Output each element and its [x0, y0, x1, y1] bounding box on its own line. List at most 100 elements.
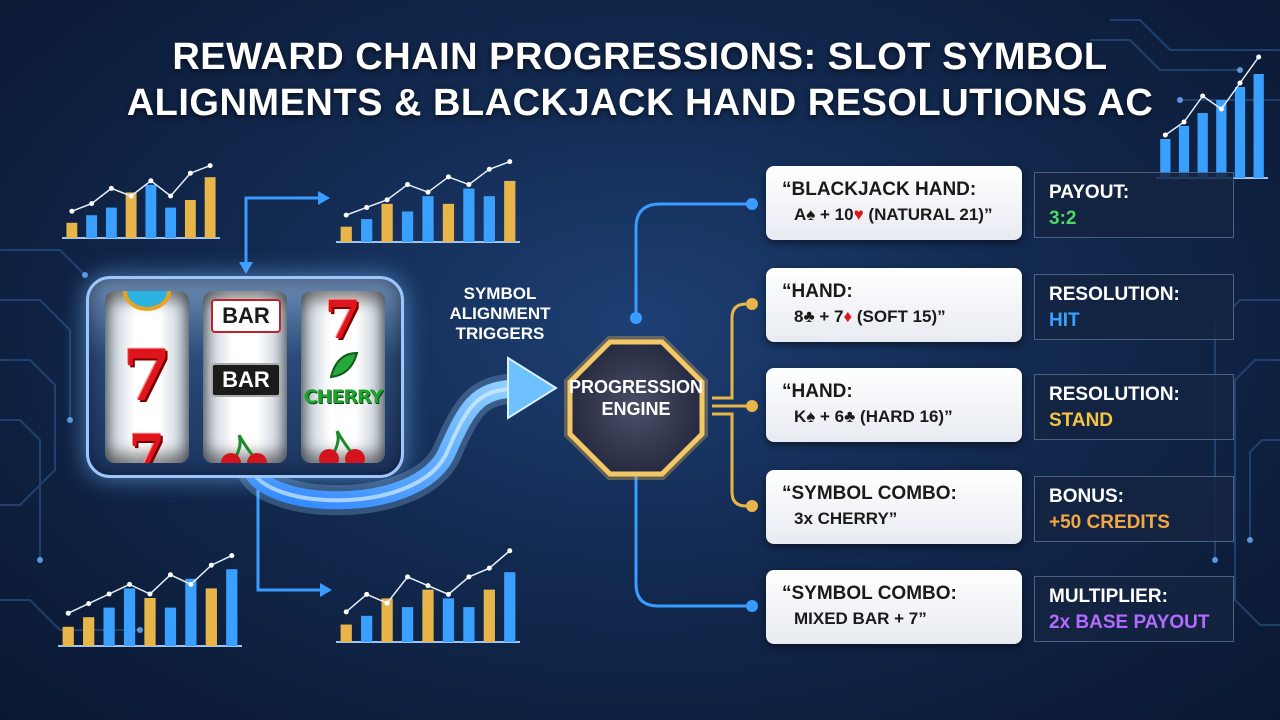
- heart-icon: ♥: [853, 205, 864, 224]
- progression-engine-node: PROGRESSION ENGINE: [558, 330, 714, 486]
- mini-chart-point: [425, 583, 431, 589]
- club-icon: ♣: [844, 407, 856, 426]
- mini-chart-bar: [422, 589, 434, 642]
- mini-bar-chart-top-left: [62, 163, 220, 239]
- mini-chart-bar: [1160, 139, 1171, 178]
- mini-chart-point: [148, 178, 154, 184]
- mini-chart-bar: [125, 192, 137, 238]
- mini-chart-point: [187, 170, 193, 176]
- mini-chart-bar: [66, 222, 78, 238]
- mini-chart-point: [507, 548, 513, 554]
- mini-chart-point: [343, 212, 349, 218]
- mini-chart-trend-line: [1164, 56, 1260, 136]
- mini-chart-bar: [361, 219, 373, 242]
- mini-chart-bar: [103, 607, 115, 646]
- cherry-leaf-icon: [329, 351, 359, 379]
- mini-chart-point: [106, 591, 112, 597]
- outcome-5-combo: MIXED BAR + 7”: [794, 609, 927, 628]
- mini-chart-point: [188, 581, 194, 587]
- outcome-3-hand: K♠ + 6♣ (HARD 16)”: [794, 407, 953, 426]
- cherry-icon: [319, 430, 365, 463]
- result-panel-3: RESOLUTION: STAND: [1034, 374, 1234, 440]
- engine-label: PROGRESSION ENGINE: [558, 376, 714, 420]
- title-line-1: REWARD CHAIN PROGRESSIONS: SLOT SYMBOL: [172, 36, 1108, 78]
- outcome-4-combo: 3x CHERRY”: [794, 509, 898, 528]
- mini-chart-bar: [184, 200, 196, 238]
- symbol-alignment-triggers-label: SYMBOL ALIGNMENT TRIGGERS: [430, 284, 570, 344]
- mini-chart-point: [364, 204, 370, 210]
- result-panel-4: BONUS: +50 CREDITS: [1034, 476, 1234, 542]
- mini-chart-bar: [361, 615, 373, 642]
- mini-chart-bar: [483, 196, 495, 242]
- mini-chart-bar: [422, 196, 434, 242]
- mini-chart-bar: [442, 598, 455, 642]
- mini-chart-point: [89, 201, 95, 207]
- mini-chart-bar: [205, 588, 217, 646]
- result-panel-2: RESOLUTION: HIT: [1034, 274, 1234, 340]
- reel-1-top-symbol: [105, 291, 189, 318]
- mini-chart-point: [445, 174, 451, 180]
- mini-chart-point: [128, 193, 134, 199]
- mini-chart-bar: [483, 589, 495, 642]
- reel-2-mid-symbol: BAR: [211, 363, 281, 397]
- outcome-4-title: “SYMBOL COMBO:: [782, 483, 957, 504]
- mini-bar-chart-top-center: [336, 159, 520, 243]
- mini-chart-point: [168, 193, 174, 199]
- mini-chart-point: [69, 208, 75, 214]
- mini-chart-bar: [381, 203, 393, 242]
- mini-chart-point: [364, 591, 370, 597]
- outcome-card-3: “HAND: K♠ + 6♣ (HARD 16)”: [766, 368, 1022, 442]
- spade-icon: ♠: [806, 407, 816, 426]
- mini-chart-point: [405, 182, 411, 188]
- mini-chart-bar: [401, 211, 414, 242]
- mini-chart-bar: [1253, 74, 1264, 178]
- result-4-key: BONUS:: [1049, 486, 1124, 507]
- mini-chart-point: [1162, 132, 1168, 138]
- outcome-1-title: “BLACKJACK HAND:: [782, 179, 977, 200]
- diamond-gem-icon: [123, 291, 171, 311]
- mini-chart-bar: [86, 215, 98, 238]
- result-2-key: RESOLUTION:: [1049, 284, 1180, 305]
- mini-chart-point: [207, 163, 213, 169]
- mini-chart-bar: [105, 207, 117, 238]
- trigger-line-2: ALIGNMENT: [449, 304, 551, 323]
- result-5-value: 2x BASE PAYOUT: [1049, 612, 1210, 633]
- outcome-card-1: “BLACKJACK HAND: A♠ + 10♥ (NATURAL 21)”: [766, 166, 1022, 240]
- mini-chart-point: [445, 591, 451, 597]
- page-title: REWARD CHAIN PROGRESSIONS: SLOT SYMBOL A…: [80, 34, 1200, 126]
- mini-bar-chart-bottom-left: [58, 553, 242, 647]
- reel-2-bottom-symbol: [203, 431, 287, 463]
- mini-chart-bar: [1178, 126, 1190, 178]
- reel-2-top-symbol: BAR: [211, 299, 281, 333]
- slot-machine: 7 7 BAR BAR 7 CHERRY: [86, 276, 404, 478]
- outcome-2-hand: 8♣ + 7♦ (SOFT 15)”: [794, 307, 946, 326]
- spade-icon: ♠: [806, 205, 816, 224]
- trigger-line-1: SYMBOL: [463, 284, 537, 303]
- reel-3: 7 CHERRY: [301, 291, 385, 463]
- mini-bar-chart-bottom-center: [336, 548, 520, 643]
- mini-chart-point: [384, 600, 390, 606]
- mini-chart-bar: [340, 624, 352, 642]
- mini-chart-bar: [226, 569, 238, 646]
- result-4-value: +50 CREDITS: [1049, 512, 1170, 533]
- mini-chart-bar: [165, 207, 177, 238]
- mini-chart-trend-line: [71, 164, 211, 212]
- club-icon: ♣: [803, 307, 815, 326]
- mini-chart-point: [466, 574, 472, 580]
- mini-chart-bar: [62, 626, 74, 646]
- result-3-value: STAND: [1049, 410, 1114, 431]
- mini-chart-point: [229, 553, 235, 559]
- engine-line-1: PROGRESSION: [568, 377, 704, 397]
- outcome-5-title: “SYMBOL COMBO:: [782, 583, 957, 604]
- reel-3-bottom-symbol: [301, 427, 385, 463]
- mini-chart-point: [108, 185, 114, 191]
- mini-chart-bar: [185, 578, 197, 646]
- mini-chart-point: [1181, 119, 1187, 125]
- outcome-1-hand: A♠ + 10♥ (NATURAL 21)”: [794, 205, 993, 224]
- mini-chart-point: [384, 197, 390, 203]
- result-3-key: RESOLUTION:: [1049, 384, 1180, 405]
- mini-chart-point: [466, 182, 472, 188]
- mini-chart-point: [65, 610, 71, 616]
- result-2-value: HIT: [1049, 310, 1080, 331]
- mini-chart-point: [486, 565, 492, 571]
